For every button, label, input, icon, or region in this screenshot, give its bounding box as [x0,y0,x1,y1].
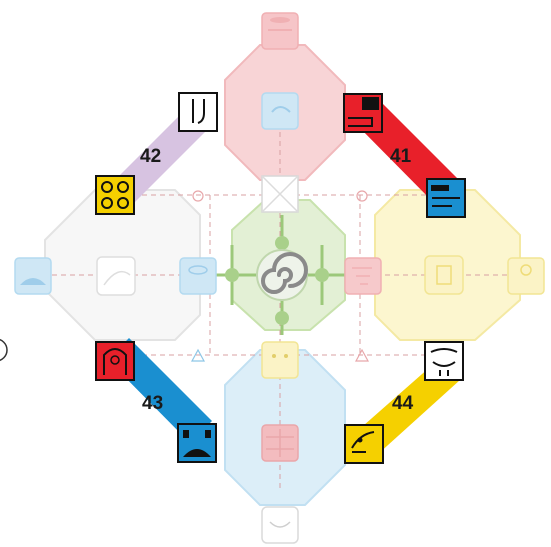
edge-circle [0,339,7,361]
lower-yellow-glyph-icon [262,342,298,378]
top-inner-blue-glyph-icon [262,93,298,129]
yellow-glyph-44-end-icon [345,425,383,463]
right-outer-yellow-glyph-icon [508,258,544,294]
red-glyph-43-start-icon [96,342,134,380]
number-44: 44 [392,393,414,414]
red-glyph-41-start-icon [344,94,382,132]
center-spiral-icon [257,250,307,300]
white-glyph-44-start-icon [425,342,463,380]
left-inner-blue-glyph-icon [180,258,216,294]
yellow-glyph-42-end-icon [96,176,134,214]
blue-glyph-43-end-icon [178,424,216,462]
right-yellow-glyph-icon [425,256,463,294]
number-43: 43 [142,393,163,414]
marker-top-right [357,191,367,201]
marker-top-left [193,191,203,201]
left-white-glyph-icon [97,257,135,295]
number-41: 41 [390,146,412,167]
white-glyph-42-start-icon [179,93,217,131]
number-42: 42 [140,146,161,167]
left-outer-blue-glyph-icon [15,258,51,294]
blue-glyph-41-end-icon [427,179,465,217]
bottom-white-glyph-icon [262,507,298,543]
